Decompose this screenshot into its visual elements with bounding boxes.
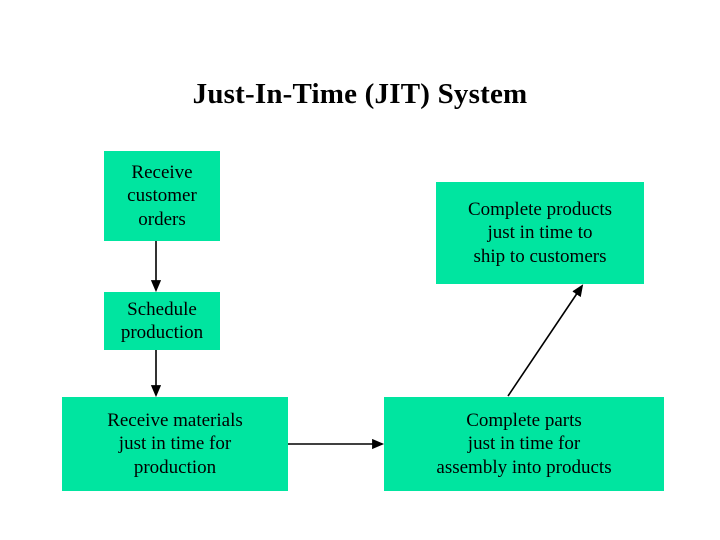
arrow-parts-to-products — [507, 284, 584, 397]
box-receive-materials-label: Receive materials just in time for produ… — [107, 410, 243, 478]
box-schedule-production: Schedule production — [104, 292, 220, 350]
box-receive-materials: Receive materials just in time for produ… — [62, 397, 288, 491]
box-schedule-production-label: Schedule production — [120, 298, 204, 343]
box-receive-customer-orders: Receive customer orders — [104, 151, 220, 241]
box-complete-products: Complete products just in time to ship t… — [436, 182, 644, 284]
box-receive-customer-orders-label: Receive customer orders — [127, 162, 197, 230]
page-title: Just-In-Time (JIT) System — [192, 78, 528, 110]
box-complete-parts-label: Complete parts just in time for assembly… — [436, 410, 612, 478]
box-complete-products-label: Complete products just in time to ship t… — [467, 199, 613, 267]
box-complete-parts: Complete parts just in time for assembly… — [384, 397, 664, 491]
